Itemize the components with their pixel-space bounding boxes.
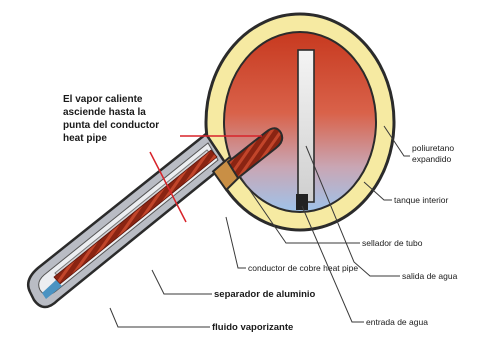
leader-conductor (226, 217, 246, 268)
label-separador-de-aluminio: separador de aluminio (214, 289, 316, 300)
callout-line-1: El vapor caliente (63, 94, 143, 105)
label-poliuretano-1: poliuretano (412, 143, 454, 153)
label-entrada-de-agua: entrada de agua (366, 317, 428, 327)
callout-line-2: asciende hasta la (63, 107, 146, 118)
label-tanque-interior: tanque interior (394, 195, 449, 205)
leader-separador (152, 270, 212, 294)
label-conductor-de-cobre: conductor de cobre heat pipe (248, 263, 358, 273)
heat-pipe-inner (54, 150, 217, 284)
leader-fluido (110, 308, 210, 327)
label-sellador-de-tubo: sellador de tubo (362, 238, 423, 248)
water-inlet-stub (296, 194, 308, 210)
water-outlet-pipe (298, 50, 314, 202)
label-poliuretano-2: expandido (412, 154, 452, 164)
water-tank (206, 14, 394, 230)
callout-line-3: punta del conductor (63, 120, 159, 131)
label-salida-de-agua: salida de agua (402, 271, 458, 281)
callout-line-4: heat pipe (63, 133, 107, 144)
evacuated-tube (28, 128, 282, 307)
label-fluido-vaporizante: fluido vaporizante (212, 322, 293, 333)
